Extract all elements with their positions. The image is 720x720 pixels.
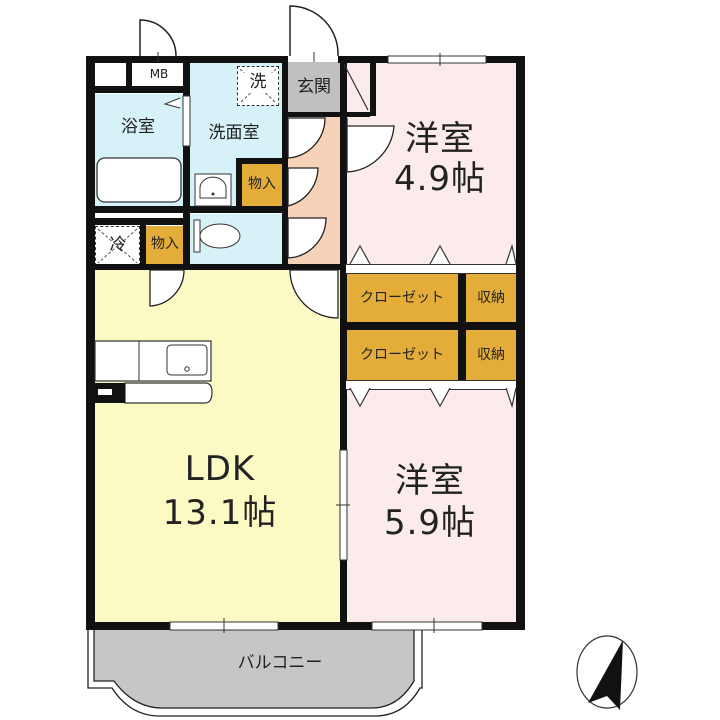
shuno-1 xyxy=(466,272,516,322)
wall-shoe xyxy=(370,56,376,116)
western-room-1-size: 4.9帖 xyxy=(393,159,487,199)
wall-closet-div xyxy=(458,266,466,386)
western-room-2-size: 5.9帖 xyxy=(383,503,477,543)
storage-kitchen xyxy=(146,226,184,266)
fridge-label: 冷 xyxy=(109,235,127,255)
wall-west xyxy=(86,56,95,630)
shuno-2 xyxy=(466,330,516,380)
ldk-name: LDK xyxy=(184,449,256,489)
wall-ldk-north xyxy=(86,264,340,270)
wall-fridge-div xyxy=(140,224,146,268)
closet-door-top[interactable] xyxy=(346,264,516,274)
closet-2 xyxy=(346,330,458,380)
wall-bath-wash xyxy=(183,56,190,270)
storage-wash xyxy=(242,164,282,206)
closet-1 xyxy=(346,272,458,322)
wall-east xyxy=(516,56,525,630)
washer-label: 洗 xyxy=(242,72,274,93)
closet-1-label: クローゼット xyxy=(360,290,444,306)
wall-bath-south xyxy=(86,206,286,213)
shuno-1-label: 収納 xyxy=(477,290,505,306)
wall-center xyxy=(340,56,347,626)
wall-mb-div xyxy=(126,63,132,87)
western-room-1-name: 洋室 xyxy=(405,119,475,159)
ldk-size: 13.1帖 xyxy=(162,493,278,533)
wall-storage-left xyxy=(236,158,242,208)
wall-mb xyxy=(86,86,190,93)
wall-fridge-top xyxy=(86,218,190,225)
wall-north-3 xyxy=(338,56,388,63)
balcony-label: バルコニー xyxy=(237,653,323,673)
entrance-label: 玄関 xyxy=(297,77,331,97)
wall-north-1 xyxy=(86,56,194,63)
wall-entrance-south xyxy=(282,112,370,117)
wall-closet-mid xyxy=(346,322,516,330)
washroom-label: 洗面室 xyxy=(208,123,260,143)
bathroom-label: 浴室 xyxy=(121,117,155,137)
wall-north-4 xyxy=(486,56,525,63)
storage-wash-label: 物入 xyxy=(248,176,276,192)
storage-kitchen-label: 物入 xyxy=(151,236,179,252)
mb-label: MB xyxy=(149,67,169,81)
shuno-2-label: 収納 xyxy=(477,347,505,363)
western-room-2-name: 洋室 xyxy=(395,461,465,501)
wall-storage-top xyxy=(236,158,286,164)
wall-north-2 xyxy=(174,56,288,63)
western-room-2 xyxy=(346,386,516,622)
entrance xyxy=(288,62,340,114)
ldk xyxy=(95,268,341,622)
wall-south xyxy=(86,622,525,630)
closet-2-label: クローゼット xyxy=(360,347,444,363)
mb-area xyxy=(95,62,185,86)
